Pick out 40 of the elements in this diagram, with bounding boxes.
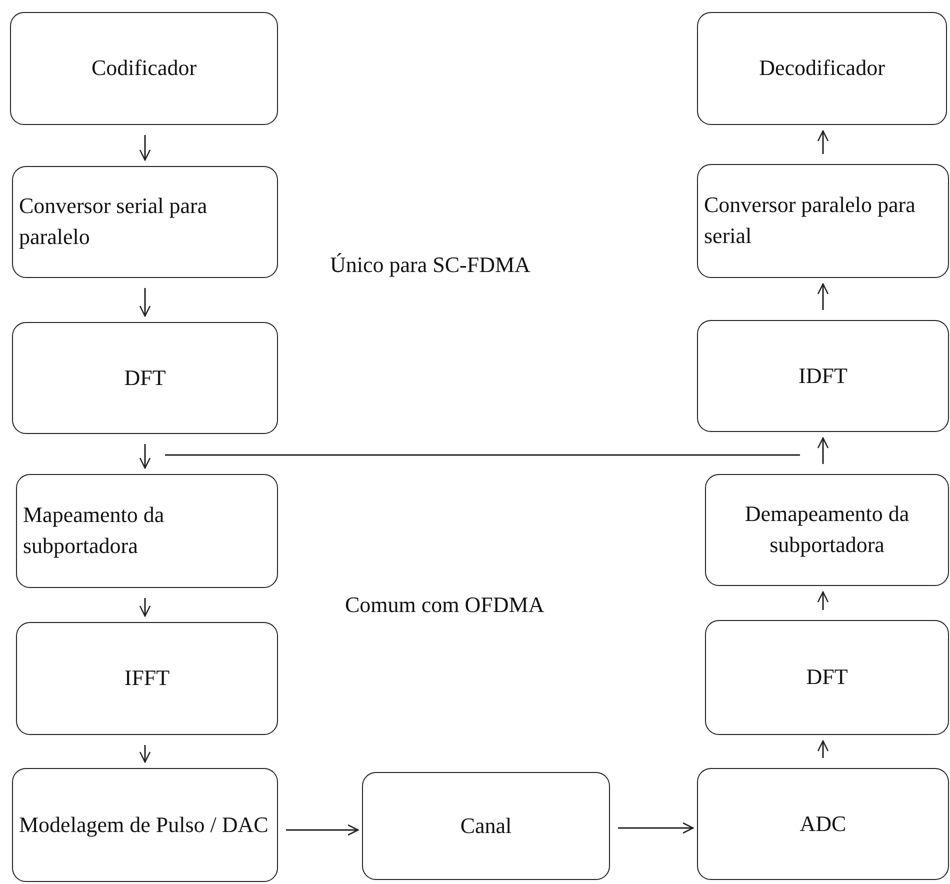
section-note: Comum com OFDMA	[345, 592, 544, 618]
box-label: Modelagem de Pulso / DAC	[19, 810, 268, 839]
arrow	[139, 745, 151, 763]
box-label: Demapeamento da subportadora	[744, 500, 910, 559]
arrow	[817, 740, 829, 758]
arrow	[817, 437, 829, 464]
box-label: Conversor paralelo para serial	[704, 191, 916, 250]
arrow	[139, 598, 151, 617]
process-box	[697, 164, 949, 278]
arrow	[139, 444, 151, 469]
box-label: Canal	[460, 812, 512, 840]
process-box	[362, 772, 610, 880]
arrow	[139, 288, 151, 317]
box-label: Conversor serial para paralelo	[19, 192, 208, 251]
process-box	[12, 768, 278, 882]
arrow	[139, 135, 151, 161]
section-note: Único para SC-FDMA	[330, 252, 530, 278]
arrow	[817, 591, 829, 610]
arrow	[817, 283, 829, 310]
box-label: IFFT	[124, 664, 170, 692]
arrow	[817, 130, 829, 154]
box-label: Mapeamento da subportadora	[23, 501, 166, 560]
process-box	[697, 768, 949, 880]
box-label: IDFT	[798, 362, 848, 390]
process-box	[705, 474, 949, 586]
process-box	[16, 474, 278, 588]
process-box	[16, 622, 278, 735]
process-box	[12, 166, 278, 278]
arrow	[618, 822, 694, 834]
box-label: DFT	[806, 663, 848, 692]
box-label: DFT	[124, 364, 166, 392]
arrow	[286, 824, 359, 836]
process-box	[705, 620, 949, 735]
process-box	[697, 12, 947, 125]
process-box	[10, 12, 278, 125]
box-label: Decodificador	[759, 54, 885, 82]
box-label: Codificador	[91, 54, 197, 82]
process-box	[12, 322, 278, 434]
process-box	[697, 320, 949, 432]
box-label: ADC	[800, 810, 846, 838]
